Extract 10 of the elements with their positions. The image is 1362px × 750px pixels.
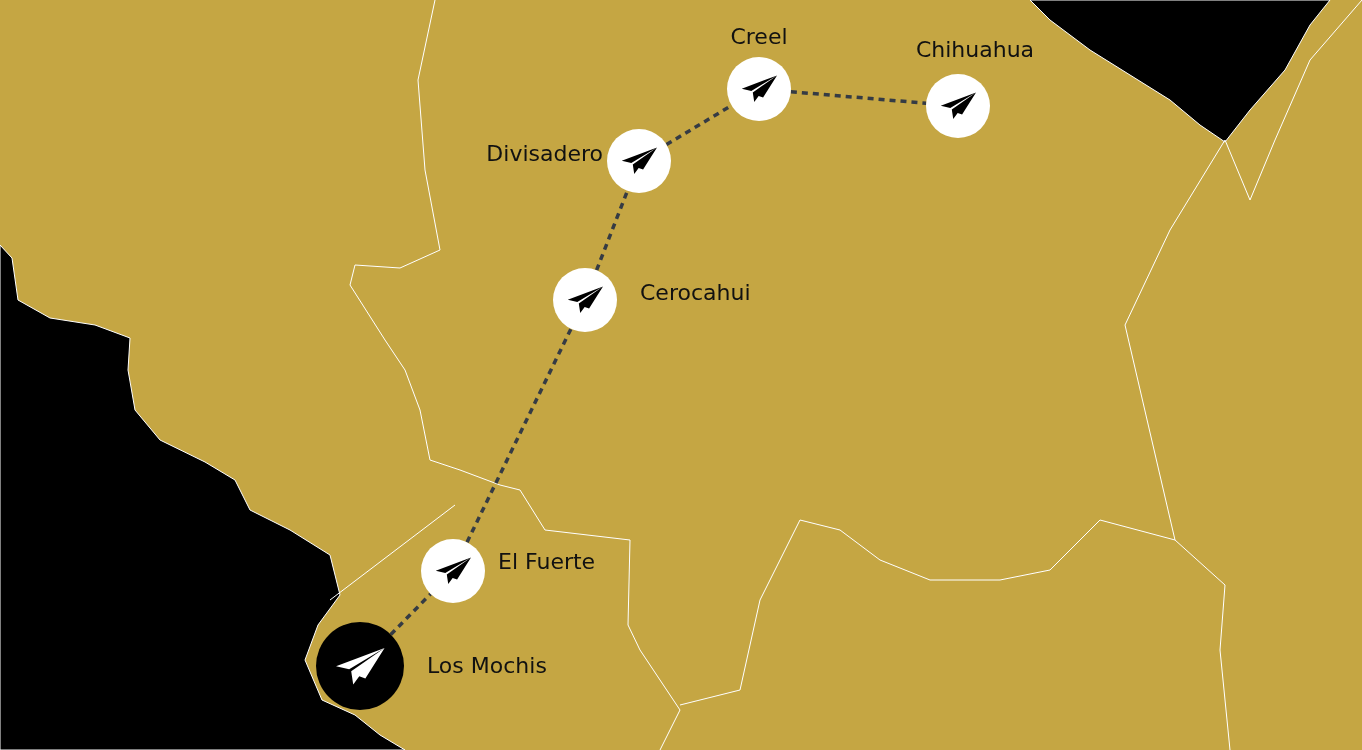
dotted-route-line	[389, 592, 432, 636]
place-label: El Fuerte	[498, 549, 596, 575]
place-label: Creel	[730, 24, 788, 50]
place-label: Chihuahua	[915, 37, 1035, 63]
place-label: Divisadero	[486, 141, 603, 167]
dotted-route-line	[790, 89, 927, 106]
dotted-route-line	[465, 328, 573, 543]
place-label: Cerocahui	[640, 280, 751, 306]
place-label: Los Mochis	[427, 653, 547, 679]
dotted-route-line	[594, 190, 630, 271]
